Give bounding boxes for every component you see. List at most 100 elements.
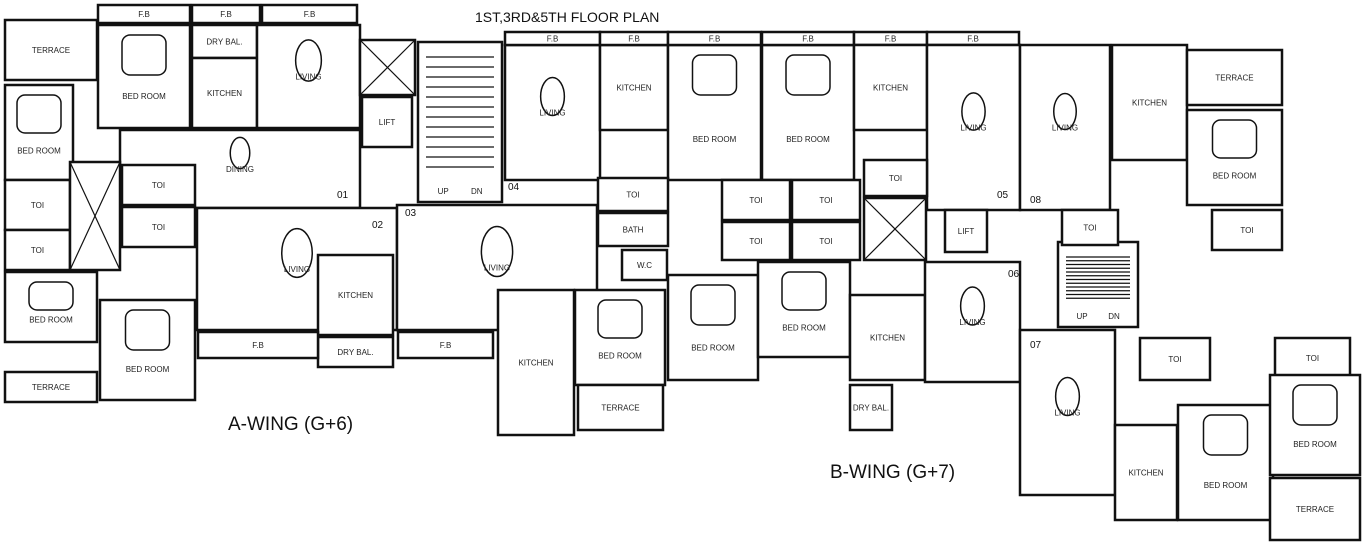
bed-furniture — [690, 284, 736, 326]
room-outline — [598, 43, 670, 132]
kitchen-room: KITCHEN — [1110, 43, 1189, 162]
unit-number: 07 — [1030, 340, 1042, 351]
unit-number: 03 — [405, 208, 417, 219]
bedroom-label: BED ROOM — [691, 344, 735, 353]
kitchen-label: KITCHEN — [870, 334, 905, 343]
table-furniture — [959, 286, 986, 326]
table-furniture — [281, 227, 313, 279]
room-outline — [190, 3, 262, 25]
room-outline — [862, 158, 929, 198]
kitchen-room: KITCHEN — [496, 288, 576, 437]
room-outline — [1176, 403, 1275, 522]
toilet-room: TOI — [862, 158, 929, 198]
lift-room: LIFT — [943, 208, 989, 254]
toilet-label: TOI — [152, 181, 165, 190]
room-outline — [720, 178, 792, 222]
toilet-room: TOI — [1060, 208, 1120, 247]
room-outline — [96, 3, 192, 25]
toilet-room: TOI — [790, 178, 862, 222]
room-outline — [1185, 48, 1284, 107]
living-room: LIVING — [1018, 328, 1117, 497]
living-label: LIVING — [484, 264, 510, 273]
bedroom-label: BED ROOM — [17, 146, 61, 155]
bedroom-label: BED ROOM — [1204, 481, 1248, 490]
fb-label: F.B — [252, 341, 264, 350]
fb-room: F.B — [396, 330, 495, 360]
bed-furniture — [1211, 119, 1258, 159]
duct-room — [862, 196, 928, 262]
kitchen-room: KITCHEN — [316, 253, 395, 337]
dry-balcony-label: DRY BAL. — [853, 404, 889, 413]
kitchen-label: KITCHEN — [207, 89, 242, 98]
table-furniture — [961, 92, 986, 131]
living-room: LIVING — [1018, 43, 1112, 212]
bedroom-label: BED ROOM — [126, 365, 170, 374]
bedroom-room: BED ROOM — [573, 288, 667, 387]
toilet-label: TOI — [31, 246, 44, 255]
room-outline — [852, 43, 929, 132]
toilet-label: TOI — [819, 196, 832, 205]
room-outline — [790, 178, 862, 222]
table-furniture — [229, 136, 251, 170]
toilet-room: TOI — [1138, 336, 1212, 382]
living-label: LIVING — [1052, 124, 1078, 133]
duct-room — [358, 38, 417, 97]
room-outline — [96, 23, 192, 130]
bed-furniture — [785, 54, 831, 96]
room-outline — [1268, 476, 1362, 542]
fb-room: F.B — [503, 30, 602, 47]
fb-label: F.B — [138, 10, 150, 19]
terrace-label: TERRACE — [601, 404, 639, 413]
stair-dn-label: DN — [471, 187, 483, 196]
bed-furniture — [16, 94, 62, 134]
terrace-room: TERRACE — [3, 18, 99, 82]
lift-room: LIFT — [360, 95, 414, 149]
bedroom-label: BED ROOM — [693, 135, 737, 144]
room-outline — [1110, 43, 1189, 162]
room-outline — [3, 270, 99, 344]
room-outline — [496, 288, 576, 437]
room-outline — [3, 18, 99, 82]
toilet-label: TOI — [819, 237, 832, 246]
room-outline — [1210, 208, 1284, 252]
bedroom-room: BED ROOM — [1176, 403, 1275, 522]
fb-label: F.B — [220, 10, 232, 19]
room-outline — [943, 208, 989, 254]
toilet-label: TOI — [1240, 226, 1253, 235]
terrace-label: TERRACE — [32, 383, 70, 392]
bedroom-room: BED ROOM — [756, 260, 852, 359]
room-outline — [120, 205, 197, 249]
room-outline — [576, 383, 665, 432]
table-furniture — [1053, 92, 1077, 131]
bed-furniture — [597, 299, 643, 339]
toilet-room: TOI — [1273, 336, 1352, 380]
duct-cross — [863, 197, 927, 261]
lift-label: LIFT — [958, 227, 975, 236]
bedroom-room: BED ROOM — [3, 83, 75, 182]
toilet-room: TOI — [720, 220, 792, 262]
bedroom-room: BED ROOM — [98, 298, 197, 402]
living-label: LIVING — [1054, 409, 1080, 418]
unit-number: 05 — [997, 190, 1009, 201]
room-outline — [596, 211, 670, 248]
living-label: LIVING — [960, 124, 986, 133]
room-outline — [360, 95, 414, 149]
wc-room: W.C — [620, 248, 669, 282]
room-outline — [255, 23, 362, 130]
toilet-label: TOI — [31, 201, 44, 210]
kitchen-room: KITCHEN — [1113, 423, 1179, 522]
stair-up-label: UP — [1076, 312, 1087, 321]
toilet-room: TOI — [3, 178, 72, 232]
room-outline — [848, 383, 894, 432]
kitchen-label: KITCHEN — [873, 84, 908, 93]
room-outline — [720, 220, 792, 262]
plan-title: 1ST,3RD&5TH FLOOR PLAN — [475, 9, 659, 25]
room-outline — [196, 330, 320, 360]
toilet-label: TOI — [152, 223, 165, 232]
bed-furniture — [781, 271, 827, 311]
room-outline — [666, 273, 760, 382]
bath-room: BATH — [596, 211, 670, 248]
room-outline — [260, 3, 359, 25]
toilet-label: TOI — [749, 237, 762, 246]
bath-label: BATH — [623, 226, 644, 235]
